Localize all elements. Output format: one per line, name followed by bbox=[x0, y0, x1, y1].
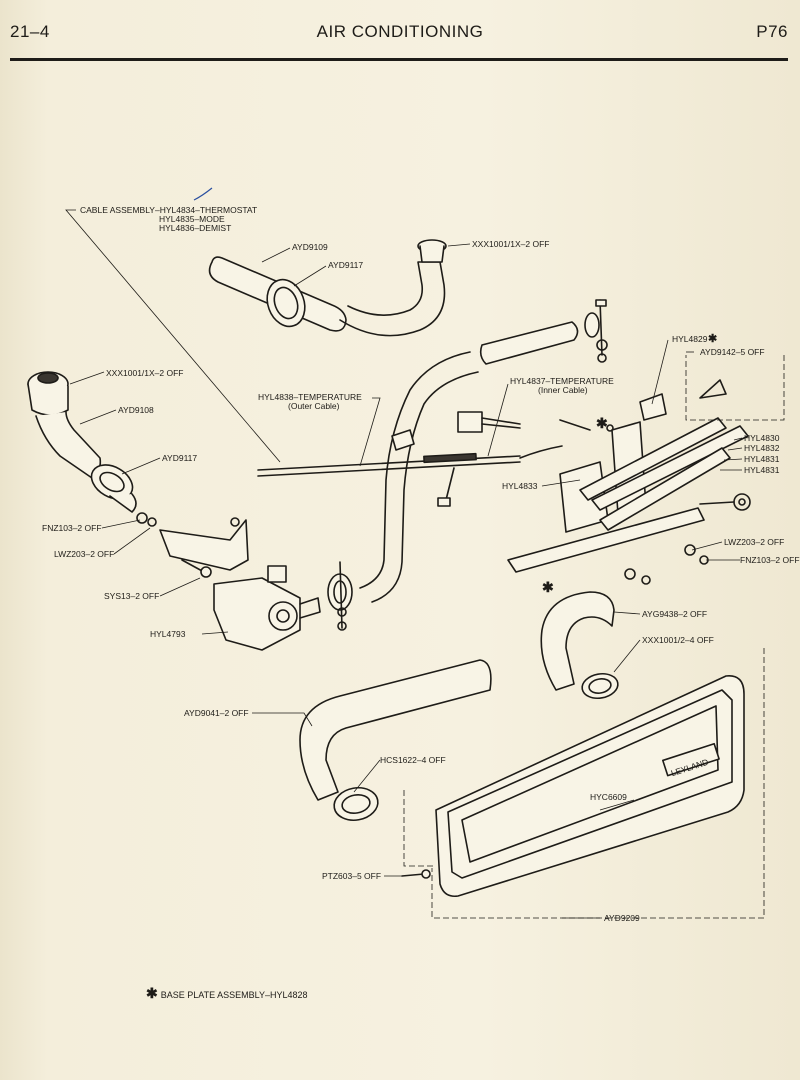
label-hcs1622: HCS1622–4 OFF bbox=[380, 755, 446, 765]
asterisk-marker: ✱ bbox=[708, 333, 717, 345]
footnote: ✱BASE PLATE ASSEMBLY–HYL4828 bbox=[146, 985, 307, 1002]
label-hyl4838: HYL4838–TEMPERATURE bbox=[258, 392, 362, 402]
label-cable-demist: HYL4836–DEMIST bbox=[159, 223, 231, 233]
footnote-text: BASE PLATE ASSEMBLY–HYL4828 bbox=[160, 990, 308, 1000]
label-sys13: SYS13–2 OFF bbox=[104, 591, 159, 601]
page-title: AIR CONDITIONING bbox=[316, 22, 484, 41]
label-hyl4829: HYL4829 bbox=[672, 334, 708, 344]
screw-ptz603 bbox=[401, 869, 431, 879]
footnote-marker: ✱ bbox=[146, 985, 158, 1001]
duct-ayg9438 bbox=[540, 591, 619, 700]
label-hyl4833: HYL4833 bbox=[502, 481, 538, 491]
label-ptz603: PTZ603–5 OFF bbox=[322, 871, 381, 881]
pipe-assembly bbox=[359, 299, 608, 603]
grille-hyc6609: LEYLAND bbox=[435, 675, 745, 898]
label-lwz203-right: LWZ203–2 OFF bbox=[724, 537, 784, 547]
label-lwz203-left: LWZ203–2 OFF bbox=[54, 549, 114, 559]
label-hyl4831: HYL4831 bbox=[744, 454, 780, 464]
label-ayd9117-left: AYD9117 bbox=[162, 453, 197, 463]
asterisk-marker: ✱ bbox=[542, 579, 554, 595]
header-rule bbox=[10, 58, 788, 61]
duct-ayd9041 bbox=[299, 659, 492, 822]
hose-clip-centre bbox=[327, 561, 353, 631]
label-ayd9117-top: AYD9117 bbox=[328, 260, 363, 270]
label-ayd9041: AYD9041–2 OFF bbox=[184, 708, 249, 718]
asterisk-marker: ✱ bbox=[596, 415, 608, 431]
label-hyl4838-sub: (Outer Cable) bbox=[288, 401, 340, 411]
hose-ayd9108 bbox=[27, 371, 137, 513]
label-hyl4793: HYL4793 bbox=[150, 629, 186, 639]
cable-assembly bbox=[257, 411, 563, 507]
label-ayd9142: AYD9142–5 OFF bbox=[700, 347, 765, 357]
leader-lines bbox=[65, 209, 743, 919]
section-number: 21–4 bbox=[10, 22, 50, 41]
label-hyc6609: HYC6609 bbox=[590, 792, 627, 802]
label-hyl4837: HYL4837–TEMPERATURE bbox=[510, 376, 614, 386]
label-fnz103-right: FNZ103–2 OFF bbox=[740, 555, 800, 565]
label-clip-top: XXX1001/1X–2 OFF bbox=[472, 239, 550, 249]
label-xxx1001-24: XXX1001/2–4 OFF bbox=[642, 635, 714, 645]
group-bracket-ayd9142 bbox=[685, 355, 785, 421]
label-hyl4832: HYL4832 bbox=[744, 443, 780, 453]
label-cable-mode: HYL4835–MODE bbox=[159, 214, 225, 224]
label-ayd9109: AYD9109 bbox=[292, 242, 328, 252]
label-hyl4837-sub: (Inner Cable) bbox=[538, 385, 588, 395]
base-plate-assembly bbox=[507, 379, 751, 585]
label-fnz103-left: FNZ103–2 OFF bbox=[42, 523, 102, 533]
label-hyl4830: HYL4830 bbox=[744, 433, 780, 443]
label-cable-assembly: CABLE ASSEMBLY–HYL4834–THERMOSTAT bbox=[80, 205, 257, 215]
hose-ayd9109 bbox=[208, 239, 447, 337]
label-hyl4831b: HYL4831 bbox=[744, 465, 780, 475]
water-valve-hyl4793 bbox=[136, 512, 321, 651]
label-clip-left: XXX1001/1X–2 OFF bbox=[106, 368, 184, 378]
label-ayd9209: AYD9209 bbox=[604, 913, 640, 923]
label-ayd9108: AYD9108 bbox=[118, 405, 154, 415]
pen-checkmark bbox=[193, 187, 213, 201]
label-ayg9438: AYG9438–2 OFF bbox=[642, 609, 707, 619]
page-number: P76 bbox=[756, 22, 788, 41]
